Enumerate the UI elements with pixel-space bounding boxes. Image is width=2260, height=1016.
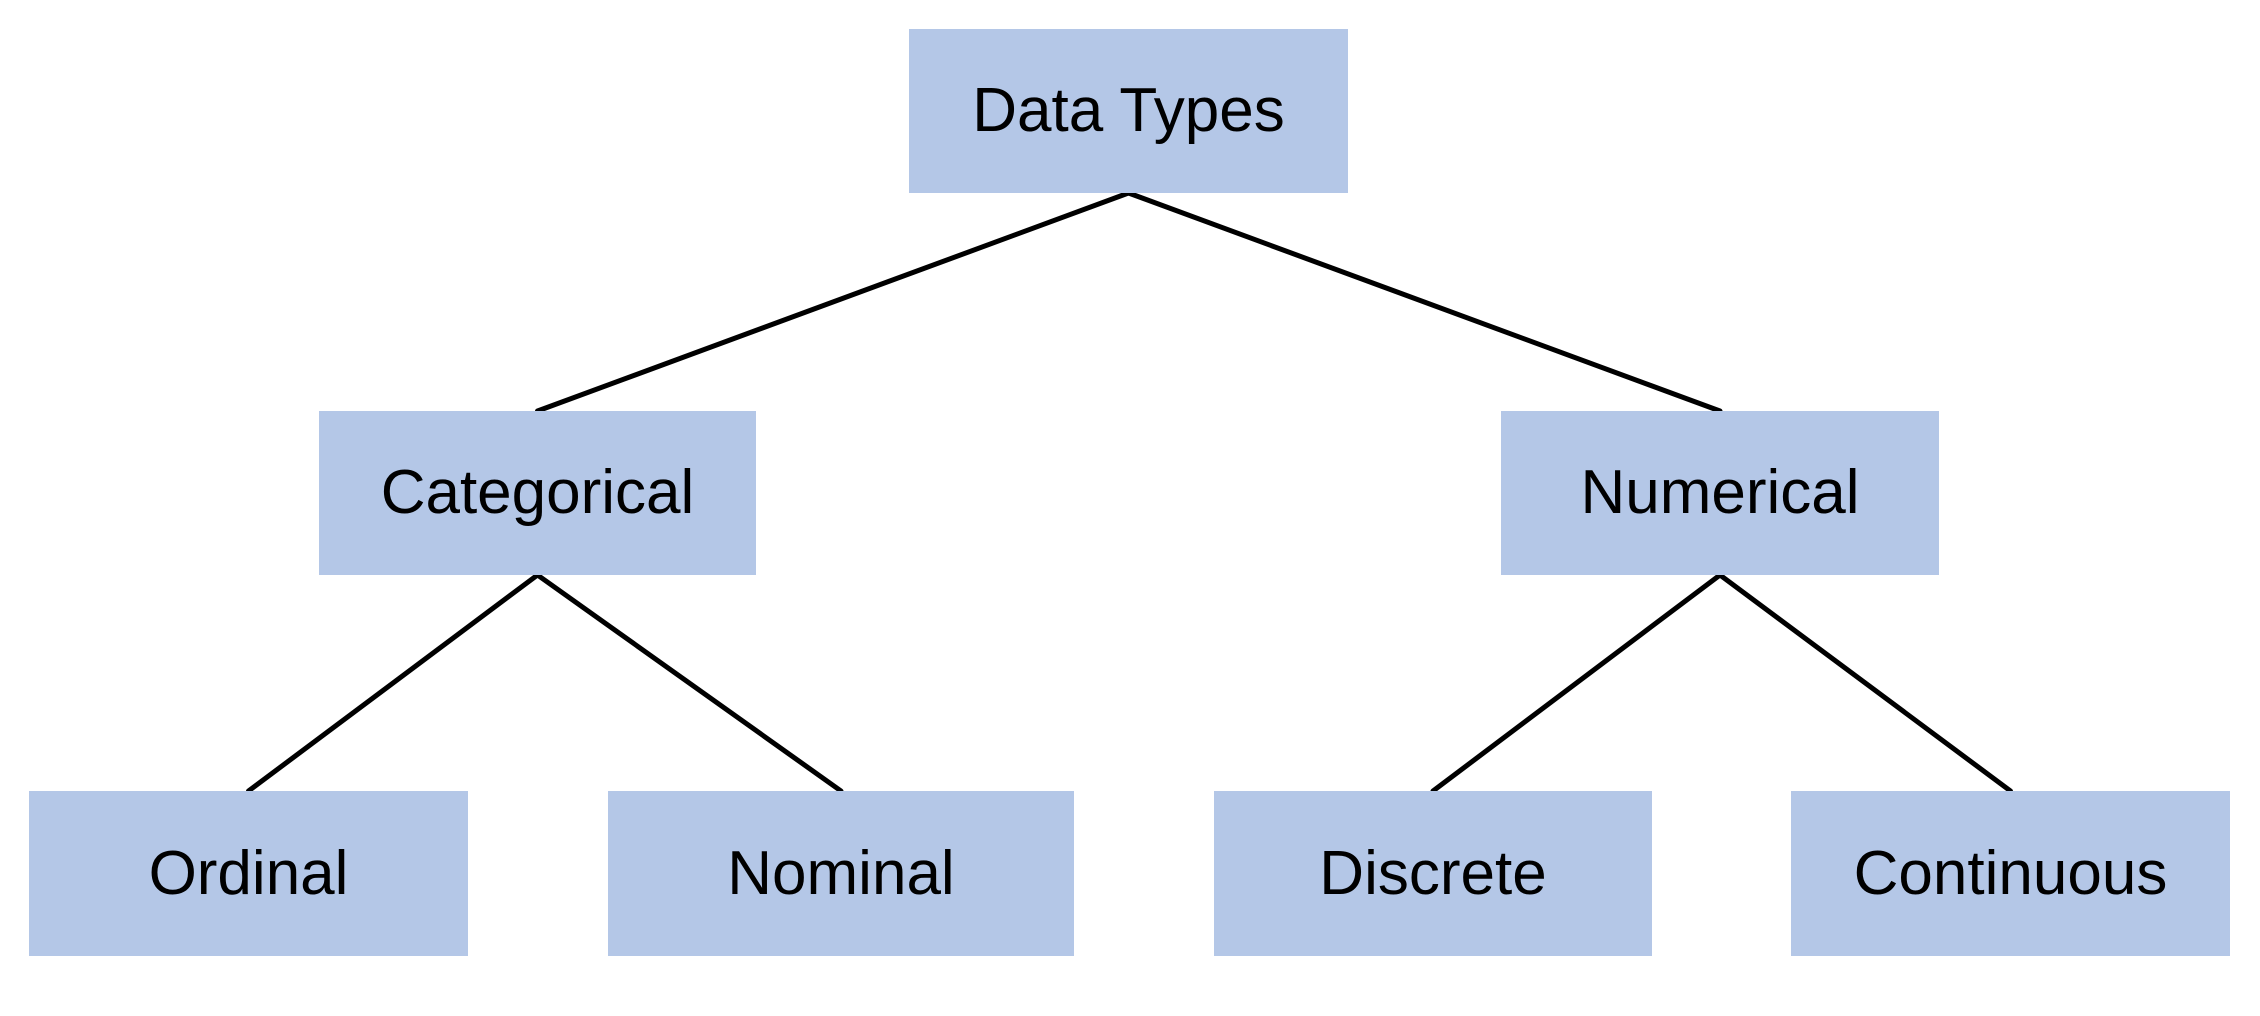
node-nominal: Nominal <box>608 791 1074 956</box>
node-numerical: Numerical <box>1501 411 1939 575</box>
node-continuous: Continuous <box>1791 791 2230 956</box>
node-ordinal: Ordinal <box>29 791 468 956</box>
node-categorical: Categorical <box>319 411 756 575</box>
node-data-types: Data Types <box>909 29 1348 193</box>
node-discrete: Discrete <box>1214 791 1652 956</box>
